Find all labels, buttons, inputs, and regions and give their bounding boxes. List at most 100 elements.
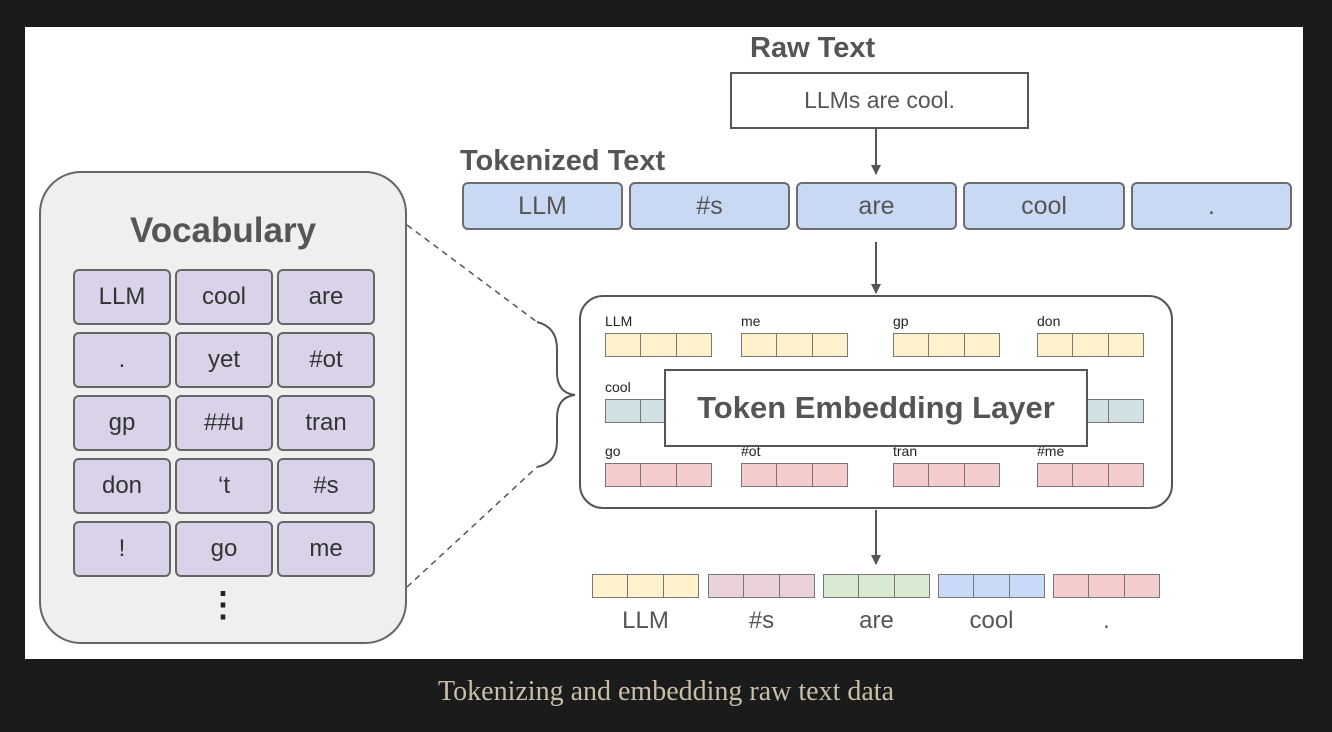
- embedding-vector: [605, 463, 712, 487]
- output-vector-cell: [663, 575, 698, 597]
- vocab-cell: cool: [175, 269, 273, 325]
- embedding-vector-cell: [641, 464, 677, 486]
- embedding-vector: [1037, 463, 1144, 487]
- embedding-vector-cell: [1108, 400, 1143, 422]
- output-embedding-vector: [708, 574, 815, 598]
- embedding-vector-cell: [742, 464, 778, 486]
- output-vector-cell: [894, 575, 929, 597]
- output-token-label: cool: [969, 607, 1014, 634]
- vocabulary-title: Vocabulary: [129, 211, 317, 250]
- embedding-vector-cell: [894, 334, 930, 356]
- embedding-token-label: tran: [893, 443, 918, 459]
- token-box: LLM: [462, 182, 623, 230]
- embedding-token-label: LLM: [605, 313, 633, 329]
- vocab-cell: don: [73, 458, 171, 514]
- tokenized-text-title: Tokenized Text: [460, 145, 666, 177]
- figure-caption: Tokenizing and embedding raw text data: [438, 676, 894, 707]
- embedding-vector-cell: [1073, 464, 1109, 486]
- embedding-vector-cell: [1038, 334, 1074, 356]
- embedding-vector-cell: [964, 464, 999, 486]
- embedding-vector-cell: [894, 464, 930, 486]
- output-vector-cell: [824, 575, 860, 597]
- vocab-cell: #s: [277, 458, 375, 514]
- output-token-label: LLM: [622, 607, 669, 634]
- vocab-cell: .: [73, 332, 171, 388]
- output-vector-cell: [628, 575, 664, 597]
- output-token-label: .: [1103, 607, 1110, 634]
- embedding-vector-cell: [606, 464, 642, 486]
- token-box: cool: [963, 182, 1125, 230]
- output-vector-cell: [744, 575, 780, 597]
- connector-overlay: [406, 129, 881, 588]
- curly-brace: [536, 321, 576, 468]
- embedding-token-label: go: [605, 443, 621, 459]
- output-embedding-vector: [592, 574, 699, 598]
- vocab-cell: me: [277, 521, 375, 577]
- vocab-cell: yet: [175, 332, 273, 388]
- token-box: #s: [629, 182, 790, 230]
- output-vector-cell: [974, 575, 1010, 597]
- embedding-vector-cell: [676, 334, 711, 356]
- embedding-vector-cell: [812, 334, 847, 356]
- output-vector-cell: [859, 575, 895, 597]
- embedding-token-label: gp: [893, 313, 909, 329]
- vocab-cell: are: [277, 269, 375, 325]
- vocabulary-ellipsis: ⋮: [206, 586, 240, 624]
- embedding-token-label: #me: [1037, 443, 1065, 459]
- output-vector-cell: [1124, 575, 1159, 597]
- raw-text-title: Raw Text: [750, 32, 876, 64]
- vocab-cell: gp: [73, 395, 171, 451]
- embedding-vector-cell: [929, 334, 965, 356]
- embedding-vector-cell: [1108, 334, 1143, 356]
- embedding-vector-cell: [964, 334, 999, 356]
- dashed-line-bottom: [406, 466, 538, 588]
- output-vector-cell: [779, 575, 814, 597]
- embedding-vector-cell: [1108, 464, 1143, 486]
- embedding-token-label: cool: [605, 379, 631, 395]
- vocab-cell: !: [73, 521, 171, 577]
- output-embedding-vector: [938, 574, 1045, 598]
- output-vector-cell: [1054, 575, 1090, 597]
- token-box: are: [796, 182, 957, 230]
- embedding-vector: [741, 333, 848, 357]
- embedding-vector-cell: [606, 400, 642, 422]
- raw-text-box: LLMs are cool.: [730, 72, 1029, 129]
- embedding-token-label: me: [741, 313, 761, 329]
- embedding-vector-cell: [1038, 464, 1074, 486]
- embedding-vector: [1037, 333, 1144, 357]
- vocab-cell: tran: [277, 395, 375, 451]
- embedding-vector-cell: [812, 464, 847, 486]
- vocab-cell: ##u: [175, 395, 273, 451]
- embedding-vector-cell: [676, 464, 711, 486]
- vocab-cell: LLM: [73, 269, 171, 325]
- output-vector-cell: [593, 575, 629, 597]
- output-embedding-vector: [1053, 574, 1160, 598]
- embedding-vector-cell: [742, 334, 778, 356]
- output-vector-cell: [1009, 575, 1044, 597]
- embedding-vector: [893, 463, 1000, 487]
- embedding-vector-cell: [929, 464, 965, 486]
- vocab-cell: #ot: [277, 332, 375, 388]
- output-token-label: are: [859, 607, 894, 634]
- embedding-vector-cell: [777, 334, 813, 356]
- diagram-panel: Raw Text LLMs are cool. Tokenized Text L…: [25, 27, 1303, 659]
- output-vector-cell: [709, 575, 745, 597]
- token-embedding-layer-box: Token Embedding Layer: [664, 369, 1088, 447]
- embedding-vector: [605, 333, 712, 357]
- dashed-line-top: [406, 224, 538, 323]
- output-embedding-vector: [823, 574, 930, 598]
- vocab-cell: go: [175, 521, 273, 577]
- output-token-label: #s: [748, 607, 775, 634]
- output-vector-cell: [1089, 575, 1125, 597]
- embedding-vector-cell: [606, 334, 642, 356]
- output-vector-cell: [939, 575, 975, 597]
- vocab-cell: ‘t: [175, 458, 273, 514]
- embedding-vector-cell: [1073, 334, 1109, 356]
- embedding-vector-cell: [641, 334, 677, 356]
- embedding-token-label: #ot: [741, 443, 761, 459]
- embedding-vector-cell: [777, 464, 813, 486]
- embedding-token-label: don: [1037, 313, 1061, 329]
- embedding-vector: [893, 333, 1000, 357]
- embedding-vector: [741, 463, 848, 487]
